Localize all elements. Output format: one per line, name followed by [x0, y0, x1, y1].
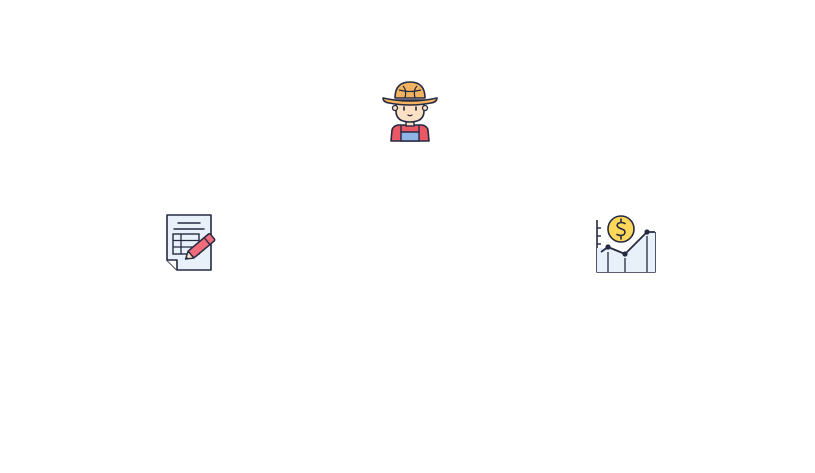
form-edit-icon: [166, 214, 216, 271]
finance-growth-icon: [596, 215, 656, 273]
farmer-icon: [382, 81, 438, 142]
